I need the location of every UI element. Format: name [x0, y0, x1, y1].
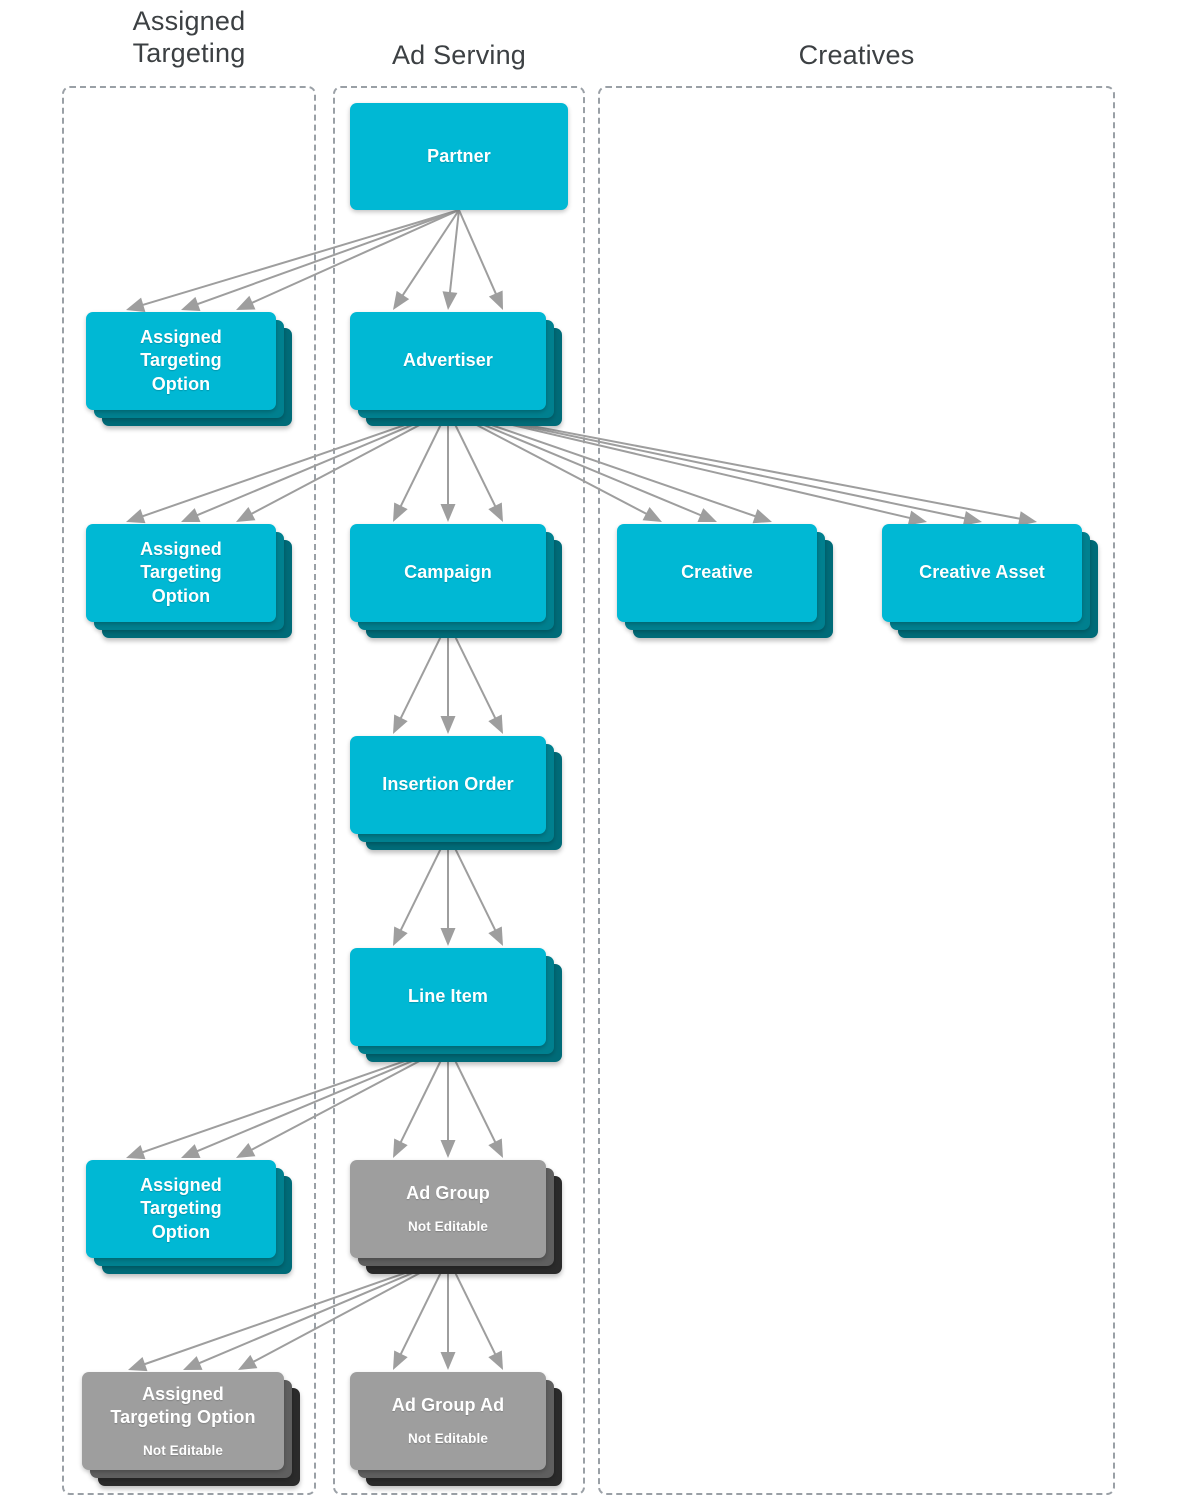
group-title-creatives: Creatives: [598, 40, 1115, 72]
group-title-line-1: Assigned: [132, 6, 246, 36]
node-label: Partner: [427, 145, 491, 166]
node-sublabel: Not Editable: [408, 1431, 488, 1447]
node-card: Ad Group Ad Not Editable: [350, 1372, 546, 1470]
node-campaign[interactable]: Campaign: [350, 524, 562, 638]
node-label: Insertion Order: [382, 774, 514, 795]
node-creative-asset[interactable]: Creative Asset: [882, 524, 1098, 638]
group-title-assigned-targeting: Assigned Targeting: [62, 6, 316, 70]
group-title-ad-serving: Ad Serving: [333, 40, 585, 72]
node-card: Advertiser: [350, 312, 546, 410]
node-advertiser[interactable]: Advertiser: [350, 312, 562, 426]
node-card: Partner: [350, 103, 568, 210]
node-card: Insertion Order: [350, 736, 546, 834]
node-ad-group-ad[interactable]: Ad Group Ad Not Editable: [350, 1372, 562, 1486]
group-panel-creatives: [598, 86, 1115, 1495]
node-sublabel: Not Editable: [408, 1219, 488, 1235]
node-sublabel: Not Editable: [143, 1442, 223, 1458]
node-label: Advertiser: [402, 350, 494, 371]
group-title-line-1: Creatives: [798, 40, 915, 70]
node-card: Line Item: [350, 948, 546, 1046]
node-card: Creative Asset: [882, 524, 1082, 622]
group-panel-assigned-targeting: [62, 86, 316, 1495]
node-line-item[interactable]: Line Item: [350, 948, 562, 1062]
node-label: Line Item: [408, 986, 488, 1007]
node-partner[interactable]: Partner: [350, 103, 568, 210]
group-panel-ad-serving: [333, 86, 585, 1495]
node-label: Campaign: [404, 562, 492, 583]
node-label: Ad Group Ad: [391, 1395, 505, 1416]
node-card: Creative: [617, 524, 817, 622]
node-creative[interactable]: Creative: [617, 524, 833, 638]
node-insertion-order[interactable]: Insertion Order: [350, 736, 562, 850]
group-title-line-1: Ad Serving: [391, 40, 527, 70]
node-label: Creative Asset: [919, 562, 1045, 583]
node-label: Ad Group: [406, 1183, 490, 1204]
group-title-line-2: Targeting: [132, 37, 246, 68]
node-card: Campaign: [350, 524, 546, 622]
node-label: Creative: [681, 562, 753, 583]
